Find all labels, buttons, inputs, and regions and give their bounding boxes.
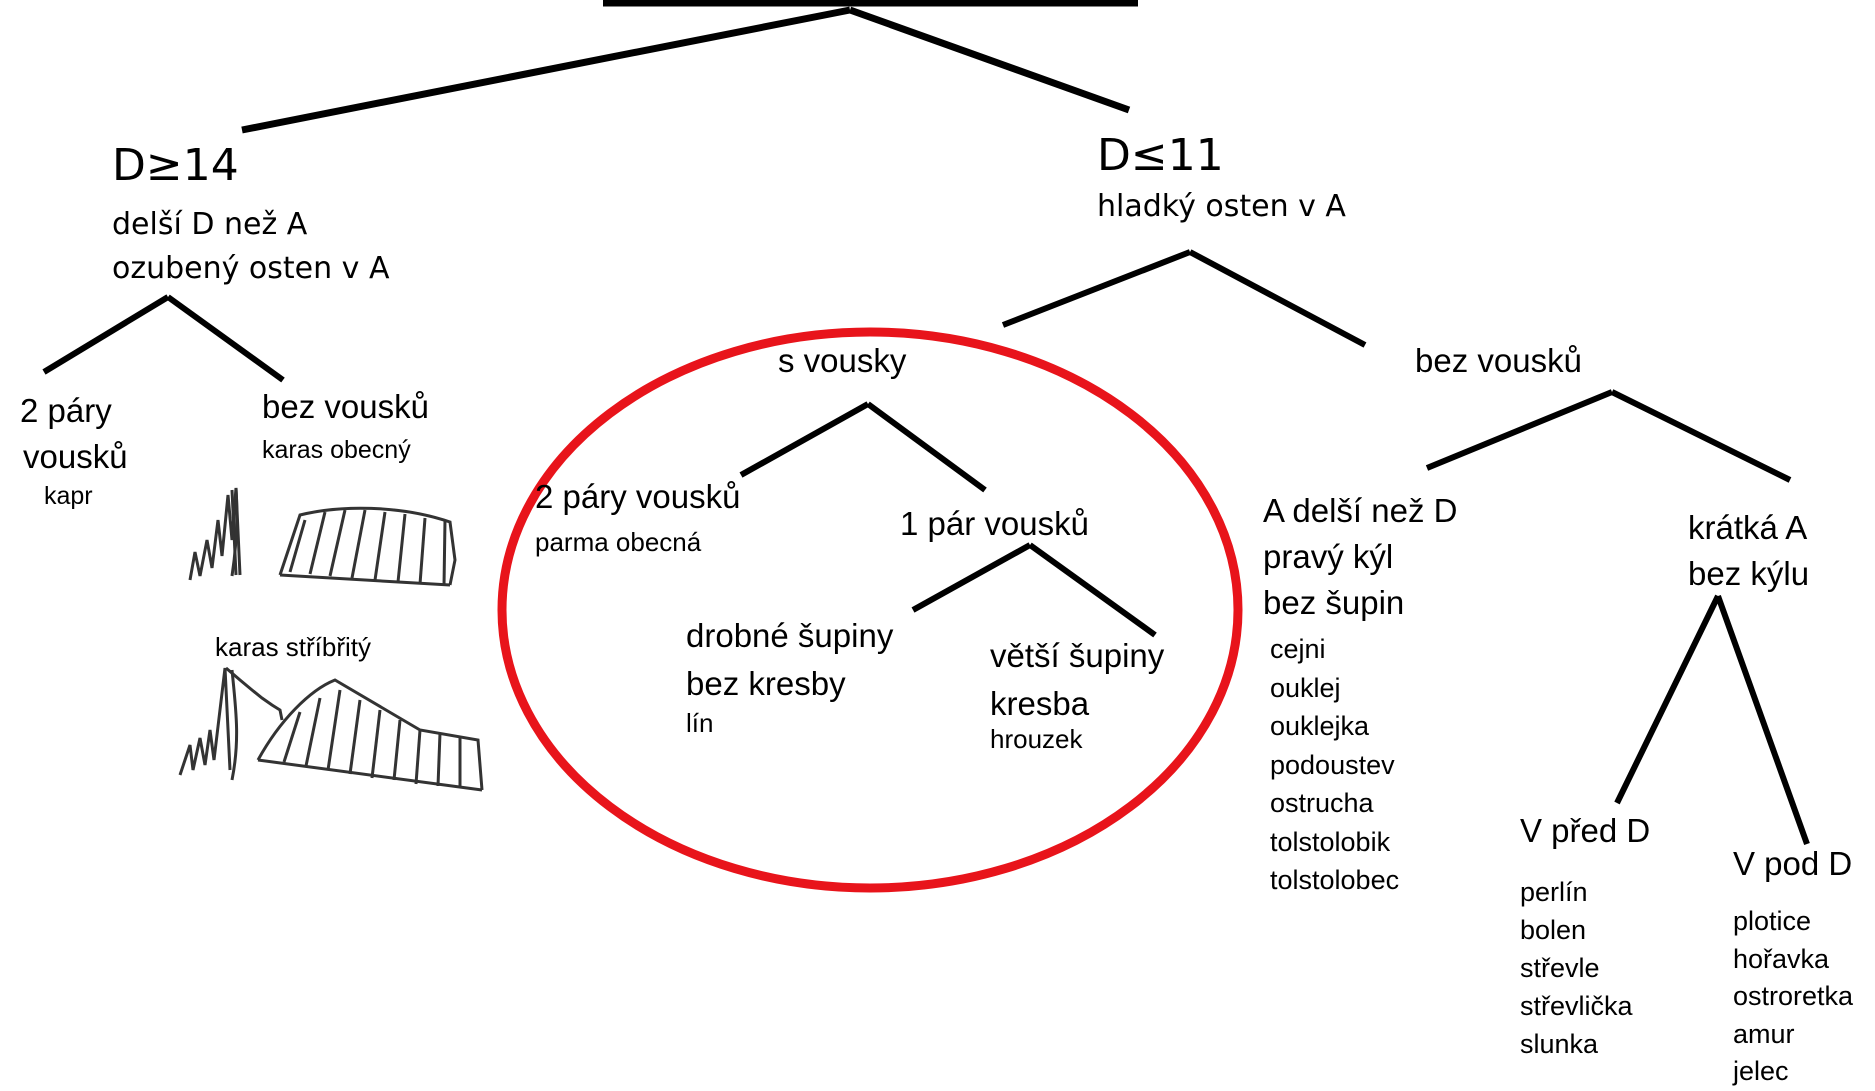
species-list-v-pod: plotice hořavka ostroretka amur jelec (1733, 903, 1853, 1091)
node-v-pod: V pod D (1733, 845, 1853, 882)
species-item: podoustev (1270, 749, 1395, 780)
node-small-scales-line-2: bez kresby (686, 665, 846, 702)
edge-one-small (911, 542, 1032, 613)
species-item: střevlička (1520, 991, 1633, 1021)
node-d14-line-2: ozubený osten v A (112, 251, 390, 286)
species-item: ouklej (1270, 672, 1341, 703)
node-left-a-line-2: vousků (23, 438, 128, 475)
species-item: jelec (1733, 1056, 1789, 1086)
species-item: ostroretka (1733, 981, 1854, 1011)
species-parma-obecna: parma obecná (535, 527, 702, 557)
node-d11-title: D≤11 (1097, 130, 1224, 181)
node-left-a-line-1: 2 páry (20, 392, 112, 429)
node-a-longer: A delší než D pravý kýl bez šupin (1263, 488, 1457, 626)
species-lin: lín (686, 708, 714, 738)
edge-right-bez (1188, 249, 1367, 348)
species-item: ouklejka (1270, 711, 1370, 741)
node-v-pred: V před D (1520, 812, 1651, 849)
species-item: tolstolobik (1270, 826, 1391, 857)
node-a-longer-line-2: pravý kýl (1263, 538, 1394, 575)
node-small-scales-line-1: drobné šupiny (686, 617, 894, 654)
edge-bez-a (1425, 389, 1614, 471)
node-left-a-label: 2 páry vousků (20, 388, 128, 480)
species-karas-stribrity: karas stříbřitý (215, 632, 372, 662)
node-a-longer-line-1: A delší než D (1263, 492, 1458, 529)
highlight-ellipse (497, 327, 1243, 893)
species-item: plotice (1733, 906, 1812, 936)
edge-root-right (848, 6, 1131, 114)
species-item: bolen (1520, 915, 1587, 945)
edge-s-one (866, 401, 987, 493)
node-two-pairs: 2 páry vousků (535, 478, 741, 515)
species-list-a-longer: cejni ouklej ouklejka podoustev ostrucha… (1270, 630, 1399, 900)
edge-bez-short (1610, 389, 1792, 483)
species-list-v-pred: perlín bolen střevle střevlička slunka (1520, 873, 1633, 1063)
species-item: střevle (1520, 953, 1600, 983)
node-d14-line-1: delší D než A (112, 207, 308, 242)
edge-root-left (241, 6, 851, 134)
edge-left-b (166, 294, 285, 383)
node-small-scales: drobné šupiny bez kresby (686, 612, 893, 708)
node-left-b-label: bez vousků (262, 388, 429, 425)
node-short-a: krátká A bez kýlu (1688, 505, 1809, 597)
node-big-scales-line-1: větší šupiny (990, 637, 1165, 674)
species-kapr: kapr (44, 482, 93, 510)
edge-one-big (1028, 542, 1157, 638)
fin-sketch-karas-stribrity (178, 666, 484, 792)
edge-short-pred (1614, 594, 1721, 805)
node-short-a-line-2: bez kýlu (1688, 555, 1810, 592)
node-big-scales-line-2: kresba (990, 685, 1090, 722)
species-item: hořavka (1733, 943, 1830, 974)
edge-s-two (739, 401, 870, 478)
fin-sketch-karas-obecny (188, 487, 457, 587)
species-item: amur (1733, 1018, 1795, 1049)
species-karas-obecny: karas obecný (262, 436, 411, 464)
node-short-a-line-1: krátká A (1688, 509, 1808, 546)
edge-short-pod (1715, 594, 1810, 846)
species-item: cejni (1270, 634, 1326, 664)
node-bez-vousku: bez vousků (1415, 342, 1582, 379)
species-item: perlín (1520, 877, 1588, 907)
node-s-vousky: s vousky (778, 342, 907, 379)
node-d14-title: D≥14 (112, 140, 239, 191)
node-d14-desc: delší D než A ozubený osten v A (112, 203, 390, 291)
node-a-longer-line-3: bez šupin (1263, 584, 1405, 621)
species-item: ostrucha (1270, 788, 1374, 818)
edge-right-s (1001, 249, 1192, 328)
edge-left-a (42, 294, 170, 375)
node-big-scales: větší šupiny kresba (990, 632, 1164, 728)
species-item: slunka (1520, 1029, 1599, 1059)
node-d11-line-1: hladký osten v A (1097, 189, 1346, 224)
species-hrouzek: hrouzek (990, 724, 1083, 754)
node-one-pair: 1 pár vousků (900, 505, 1089, 542)
species-item: tolstolobec (1270, 865, 1400, 895)
